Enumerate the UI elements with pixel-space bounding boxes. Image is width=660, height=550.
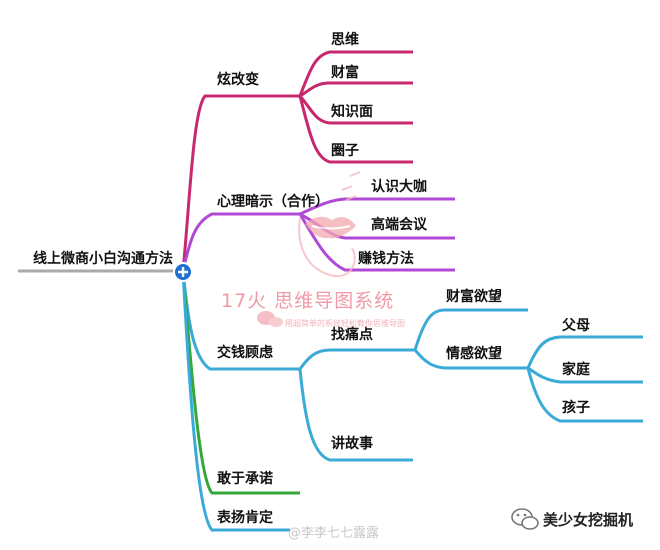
change-child-4-label: 圈子: [331, 143, 359, 159]
branch-payment-label: 交钱顾虑: [217, 345, 273, 361]
branch-hint-label: 心理暗示（合作）: [217, 194, 329, 210]
pain-label: 找痛点: [331, 327, 373, 343]
branch-hint-connector: [183, 214, 300, 271]
hint-child-1-label: 认识大咖: [371, 179, 427, 195]
hint-child-3-label: 赚钱方法: [358, 251, 414, 267]
change-child-2-connector: [300, 83, 413, 96]
change-child-1-label: 思维: [331, 32, 359, 48]
hint-child-2-label: 高端会议: [371, 217, 427, 233]
payment-pain-connector: [300, 350, 415, 369]
change-child-3-label: 知识面: [331, 104, 373, 120]
emotion-child-3-label: 孩子: [562, 400, 590, 416]
chat-bubble-watermark-icon: [257, 311, 283, 327]
footer-watermark: @李李七七露露: [288, 522, 379, 541]
pain-wealth-label: 财富欲望: [446, 289, 502, 305]
credit-label: 美少女挖掘机: [543, 509, 633, 530]
pain-emotion-label: 情感欲望: [446, 346, 502, 362]
branch-change-connector: [183, 96, 300, 271]
pain-wealth-connector: [415, 310, 528, 350]
emotion-child-1-label: 父母: [562, 318, 590, 334]
change-child-2-label: 财富: [331, 65, 359, 81]
root-label: 线上微商小白沟通方法: [33, 251, 173, 267]
emotion-child-2-label: 家庭: [562, 362, 590, 378]
root-node-plus-icon: [174, 263, 192, 281]
branch-promise-label: 敢于承诺: [217, 471, 273, 487]
branch-praise-label: 表扬肯定: [217, 510, 273, 526]
wechat-icon: [512, 509, 538, 529]
story-label: 讲故事: [331, 436, 373, 452]
branch-change-label: 炫改变: [217, 72, 259, 88]
watermark-title: 17火 思维导图系统: [221, 286, 394, 313]
